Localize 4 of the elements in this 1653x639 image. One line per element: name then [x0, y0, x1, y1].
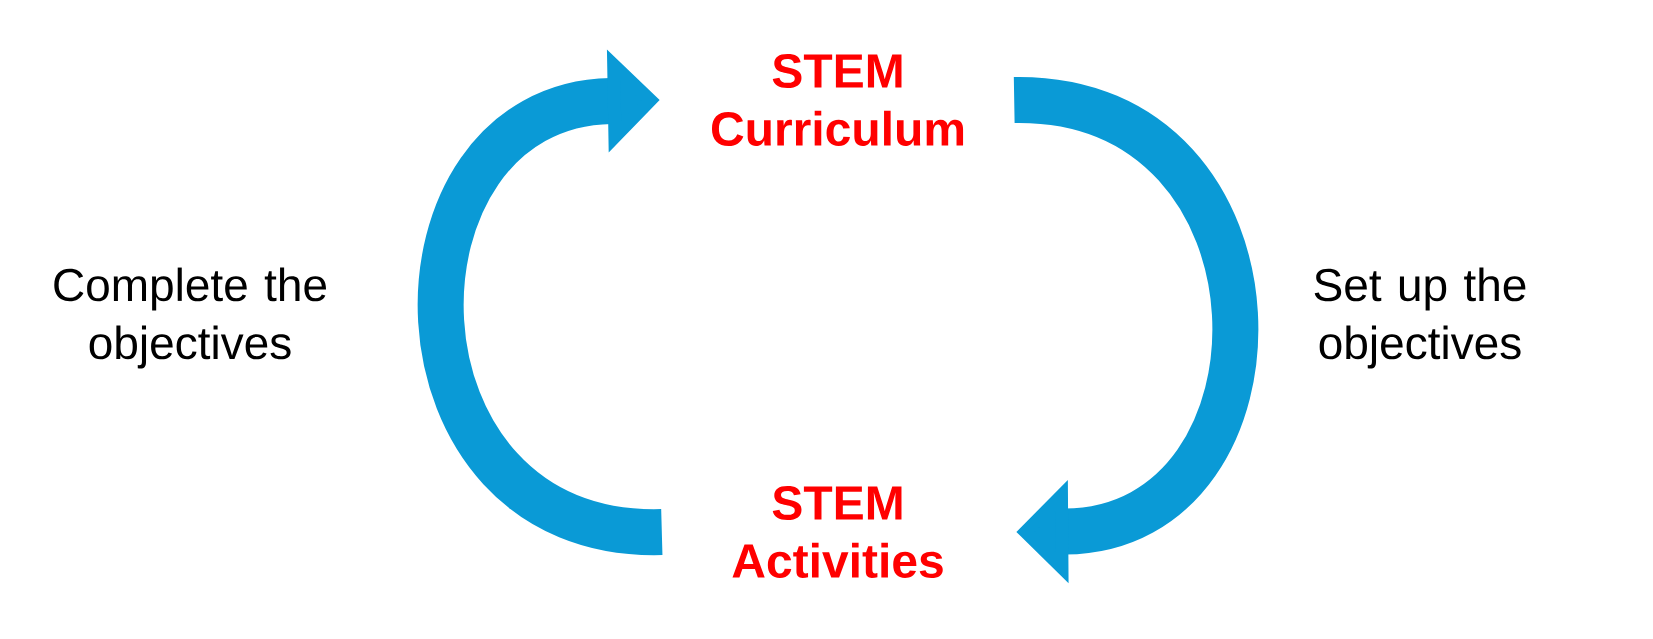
title-text: STEM Curriculum [711, 54, 964, 146]
edge-label: Set up the objectives [1314, 267, 1526, 369]
title-text: STEM Activities [732, 486, 943, 578]
edge-label: Complete the objectives [54, 267, 326, 369]
